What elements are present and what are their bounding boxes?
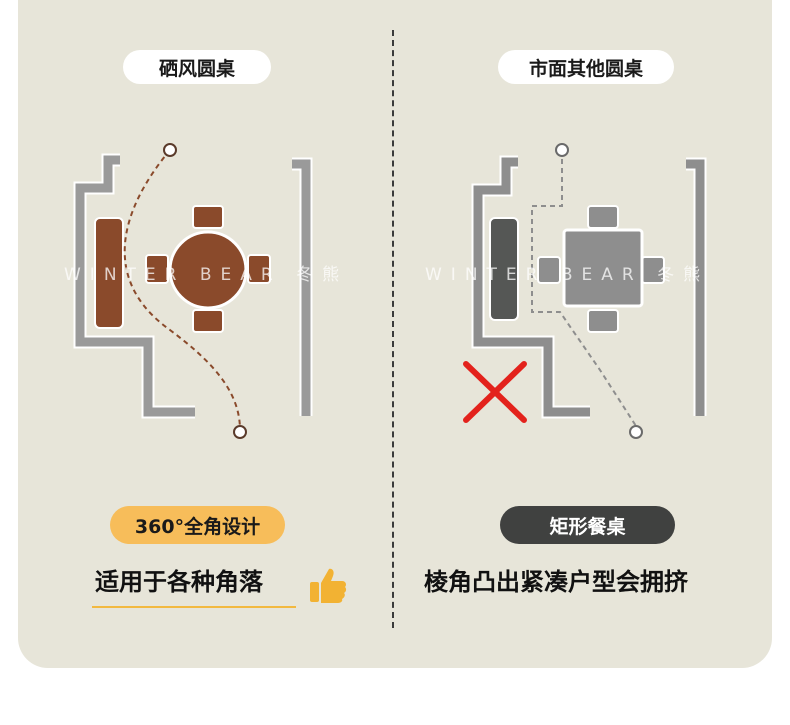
walking-path <box>123 149 241 431</box>
path-end-dot <box>233 425 247 439</box>
sofa <box>94 217 124 329</box>
left-title-pill: 硒风圆桌 <box>123 50 271 84</box>
chair-bottom <box>587 309 619 333</box>
cross-mark-icon <box>463 361 527 423</box>
path-start-dot <box>555 143 569 157</box>
comparison-card <box>18 0 772 668</box>
left-floorplan-diagram <box>73 143 313 439</box>
left-caption: 适用于各种角落 <box>95 568 263 596</box>
chair-top <box>587 205 619 229</box>
left-feature-badge: 360°全角设计 <box>110 506 285 544</box>
left-title: 硒风圆桌 <box>158 57 235 80</box>
chair-top <box>192 205 224 229</box>
right-floorplan-diagram <box>463 143 707 439</box>
right-feature-label: 矩形餐桌 <box>549 515 626 538</box>
chair-left <box>145 254 169 284</box>
chair-bottom <box>192 309 224 333</box>
thumbs-up-icon <box>310 568 347 603</box>
right-caption: 棱角凸出紧凑户型会拥挤 <box>424 568 688 596</box>
left-feature-label: 360°全角设计 <box>134 515 261 538</box>
right-title: 市面其他圆桌 <box>528 57 643 80</box>
chair-left <box>537 256 561 284</box>
center-divider <box>392 30 394 628</box>
left-caption-underline <box>92 606 296 608</box>
path-end-dot <box>629 425 643 439</box>
round-table <box>168 230 248 310</box>
walking-path <box>531 150 637 427</box>
chair-right <box>247 254 271 284</box>
right-watermark: WINTER BEAR 冬熊 <box>425 265 710 285</box>
right-feature-badge: 矩形餐桌 <box>500 506 675 544</box>
path-start-dot <box>163 143 177 157</box>
square-table <box>562 228 644 308</box>
right-title-pill: 市面其他圆桌 <box>498 50 674 84</box>
left-watermark: WINTER BEAR 冬熊 <box>64 265 349 285</box>
sofa <box>489 217 519 321</box>
